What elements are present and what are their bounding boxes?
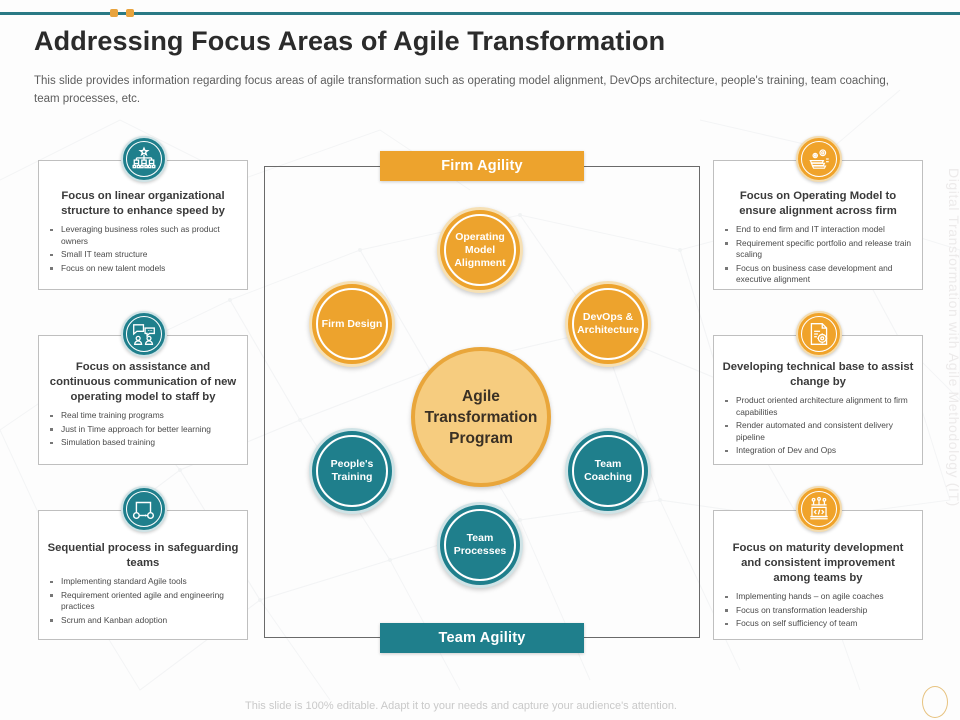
list-item: End to end firm and IT interaction model [725,224,914,236]
node-label-line: Alignment [454,256,506,269]
top-accent-rule [0,12,960,15]
list-item: Integration of Dev and Ops [725,445,914,457]
focus-card-bullets: Product oriented architecture alignment … [714,395,922,457]
node-inner-ring [444,214,516,286]
top-accent-dot-1 [110,9,118,17]
focus-card-bullets: Real time training programs Just in Time… [39,410,247,449]
node-inner-ring [316,288,388,360]
org-chart-icon [121,136,167,182]
badge-inner-ring [126,316,162,352]
node-operating-model-alignment[interactable]: Operating Model Alignment [437,207,523,293]
node-team-coaching[interactable]: Team Coaching [565,428,651,514]
list-item: Scrum and Kanban adoption [50,615,239,627]
list-item: Just in Time approach for better learnin… [50,424,239,436]
node-team-processes[interactable]: Team Processes [437,502,523,588]
focus-card-heading: Focus on assistance and continuous commu… [49,361,237,403]
focus-card-heading: Focus on maturity development and consis… [732,542,904,584]
node-peoples-training[interactable]: People's Training [309,428,395,514]
page-subtitle: This slide provides information regardin… [34,75,889,105]
node-label-line: Team [594,458,622,470]
list-item: Requirement specific portfolio and relea… [725,238,914,261]
node-label-line: Processes [453,545,507,557]
vertical-deck-label: Digital Transformation with Agile Method… [946,168,960,507]
node-inner-ring [444,509,516,581]
node-label-line: Training [331,471,373,483]
node-inner-ring [572,435,644,507]
list-item: Requirement oriented agile and engineeri… [50,590,239,613]
list-item: Product oriented architecture alignment … [725,395,914,418]
list-item: Implementing hands – on agile coaches [725,591,914,603]
node-agile-transformation-program[interactable]: Agile Transformation Program [411,347,551,487]
firm-agility-label: Firm Agility [441,158,523,174]
focus-card-heading: Focus on Operating Model to ensure align… [739,190,897,217]
top-accent-dot-2 [126,9,134,17]
footer-note: This slide is 100% editable. Adapt it to… [245,700,677,712]
list-item: Implementing standard Agile tools [50,576,239,588]
node-label-line: DevOps & [582,311,634,323]
node-label-line: People's [330,458,374,470]
list-item: Render automated and consistent delivery… [725,420,914,443]
focus-card-bullets: Leveraging business roles such as produc… [39,224,247,274]
badge-inner-ring [801,491,837,527]
focus-card-bullets: Implementing standard Agile tools Requir… [39,576,247,626]
list-item: Simulation based training [50,437,239,449]
code-podium-icon [796,486,842,532]
team-agility-label: Team Agility [438,630,526,646]
focus-card-heading: Sequential process in safeguarding teams [47,542,239,569]
node-inner-ring [572,288,644,360]
team-agility-band: Team Agility [380,623,584,653]
communication-icon [121,311,167,357]
node-label-line: Transformation [424,408,538,426]
badge-inner-ring [126,141,162,177]
list-item: Focus on business case development and e… [725,263,914,286]
node-label-line: Operating [455,230,505,243]
gears-document-icon [796,136,842,182]
list-item: Focus on self sufficiency of team [725,618,914,630]
focus-card-heading: Focus on linear organizational structure… [61,190,225,217]
focus-card-bullets: Implementing hands – on agile coaches Fo… [714,591,922,630]
node-firm-design[interactable]: Firm Design [309,281,395,367]
node-devops-architecture[interactable]: DevOps & Architecture [565,281,651,367]
node-label-line: Team [466,532,494,544]
page-title: Addressing Focus Areas of Agile Transfor… [34,26,666,56]
list-item: Focus on transformation leadership [725,605,914,617]
node-label-line: Agile [462,387,500,405]
badge-inner-ring [801,316,837,352]
badge-inner-ring [801,141,837,177]
node-label-line: Coaching [584,471,632,483]
document-gear-icon [796,311,842,357]
node-label-line: Model [464,243,496,256]
node-label-line: Program [449,429,513,447]
firm-agility-band: Firm Agility [380,151,584,181]
focus-card-bullets: End to end firm and IT interaction model… [714,224,922,286]
node-inner-ring [316,435,388,507]
list-item: Real time training programs [50,410,239,422]
node-label-line: Architecture [577,324,639,336]
node-label-line: Firm Design [321,317,383,330]
list-item: Leveraging business roles such as produc… [50,224,239,247]
badge-inner-ring [126,491,162,527]
list-item: Small IT team structure [50,249,239,261]
footer-ring-decoration [922,686,948,718]
focus-card-left-1: Focus on linear organizational structure… [38,160,248,290]
list-item: Focus on new talent models [50,263,239,275]
process-flow-icon [121,486,167,532]
focus-card-heading: Developing technical base to assist chan… [722,361,914,388]
